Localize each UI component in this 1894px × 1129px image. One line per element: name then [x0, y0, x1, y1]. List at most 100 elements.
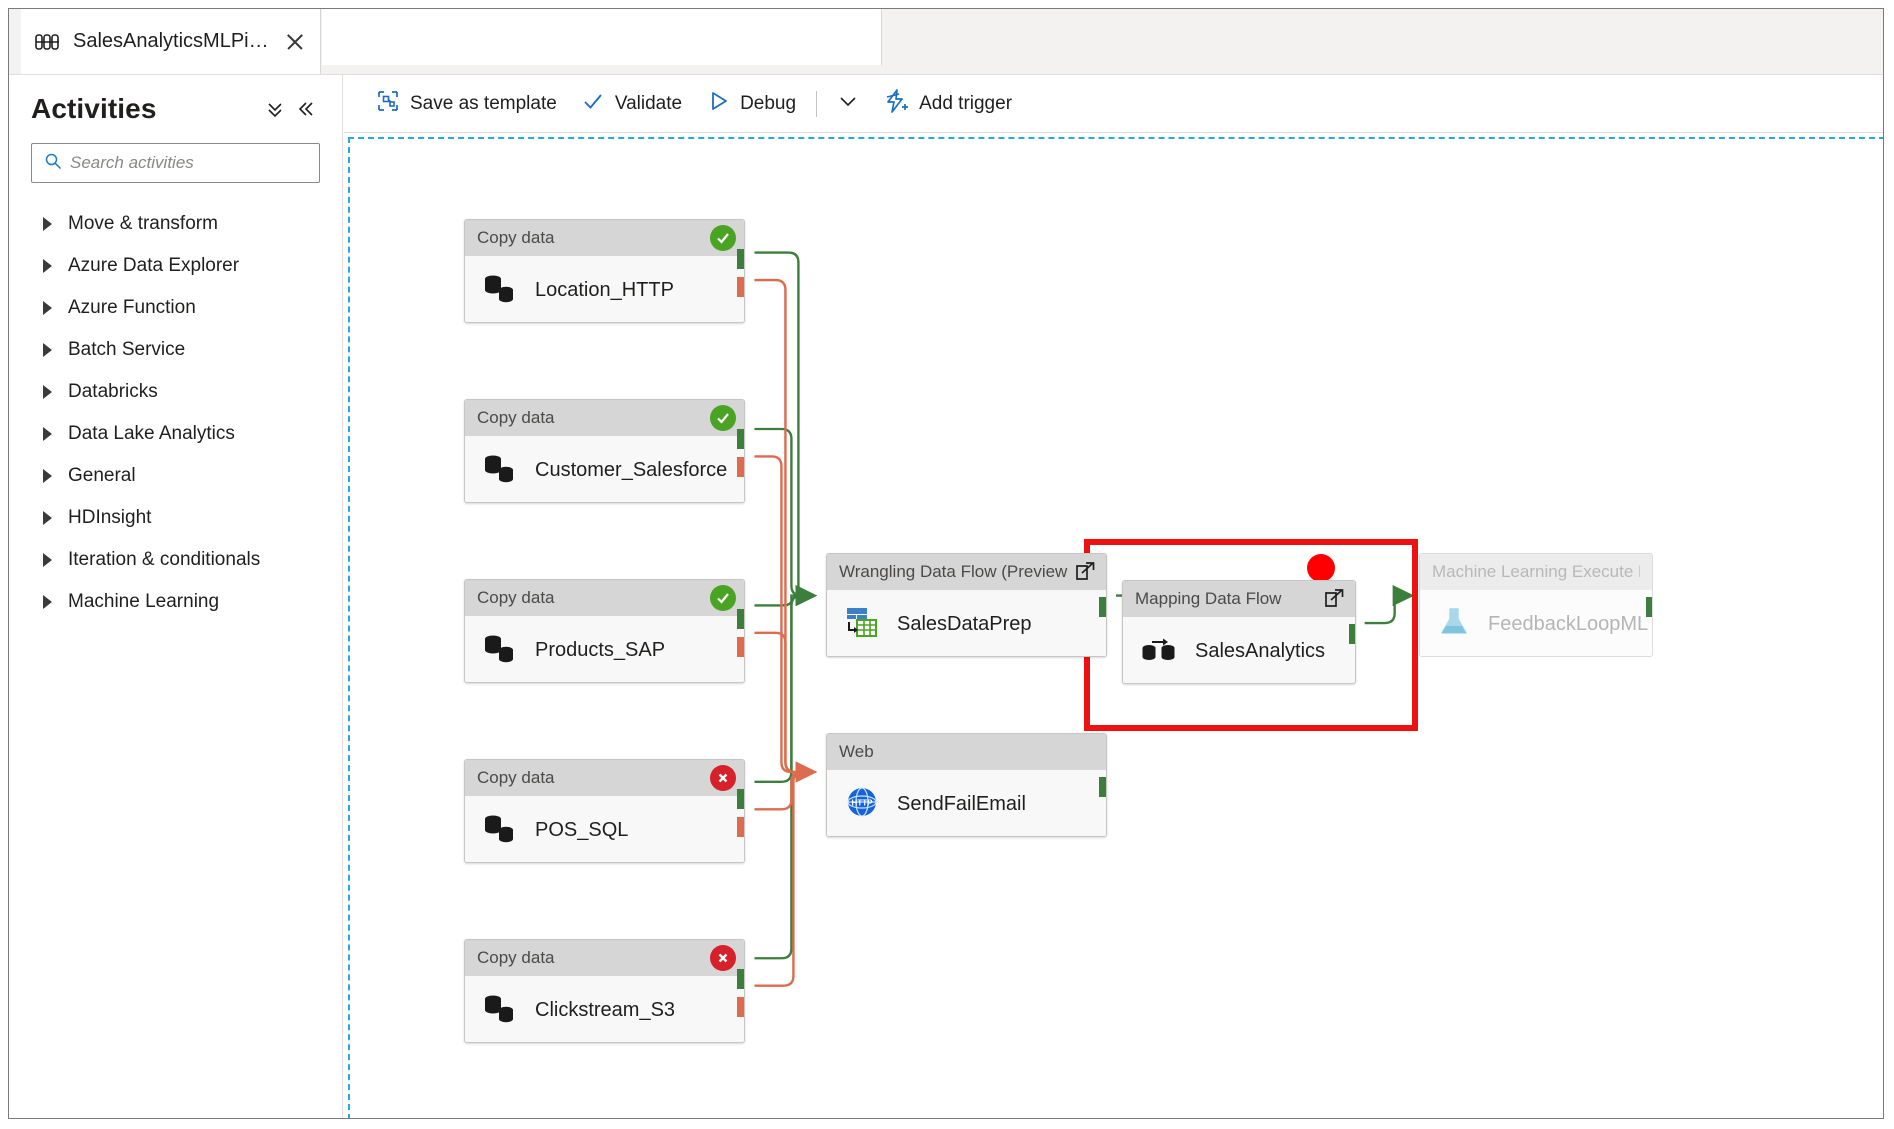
debug-dropdown-button[interactable]: [825, 84, 871, 124]
debug-button[interactable]: Debug: [694, 83, 808, 125]
node-header: Machine Learning Execute Pipeline: [1420, 554, 1652, 590]
add-trigger-button[interactable]: Add trigger: [871, 82, 1024, 126]
activities-sidebar: Activities: [9, 75, 343, 1118]
save-as-template-button[interactable]: Save as template: [364, 83, 569, 125]
node-type-label: Copy data: [477, 948, 555, 967]
sidebar-item-iteration-conditionals[interactable]: Iteration & conditionals: [9, 539, 342, 581]
node-header: Copy data: [465, 220, 744, 256]
sidebar-item-move-transform[interactable]: Move & transform: [9, 203, 342, 245]
activities-header: Activities: [9, 75, 342, 131]
sidebar-item-general[interactable]: General: [9, 455, 342, 497]
tab-bar: SalesAnalyticsMLPip...: [9, 9, 1883, 75]
tab-title: SalesAnalyticsMLPip...: [73, 30, 272, 52]
open-in-new-window-icon[interactable]: [1322, 587, 1346, 611]
sidebar-item-data-lake-analytics[interactable]: Data Lake Analytics: [9, 413, 342, 455]
search-box[interactable]: [31, 143, 320, 183]
toolbar-divider: [816, 90, 818, 117]
activity-node-salesanalytics[interactable]: Mapping Data Flow: [1122, 580, 1356, 684]
node-name-label: SendFailEmail: [897, 792, 1026, 815]
activity-node-clickstream-s3[interactable]: Copy data Clickstream_S3: [464, 939, 745, 1043]
node-body: Location_HTTP: [465, 256, 744, 322]
sidebar-item-databricks[interactable]: Databricks: [9, 371, 342, 413]
node-name-label: SalesDataPrep: [897, 612, 1032, 635]
success-output-port[interactable]: [737, 609, 744, 629]
node-header: Mapping Data Flow: [1123, 581, 1355, 617]
success-output-port[interactable]: [737, 249, 744, 269]
failure-output-port[interactable]: [737, 817, 744, 837]
caret-right-icon: [43, 553, 52, 567]
sidebar-item-hdinsight[interactable]: HDInsight: [9, 497, 342, 539]
failure-output-port[interactable]: [737, 457, 744, 477]
node-type-label: Web: [839, 742, 874, 761]
chevron-down-icon: [837, 90, 859, 118]
caret-right-icon: [43, 259, 52, 273]
success-output-port[interactable]: [737, 969, 744, 989]
connector-edges: [754, 251, 1415, 987]
success-output-port[interactable]: [1646, 597, 1652, 617]
node-body: SalesDataPrep: [827, 590, 1106, 656]
caret-right-icon: [43, 595, 52, 609]
node-type-label: Copy data: [477, 228, 555, 247]
activity-node-sendfailemail[interactable]: Web HTTP SendFailEmail: [826, 733, 1107, 837]
status-badge-success: [710, 585, 736, 611]
tab-pipeline[interactable]: SalesAnalyticsMLPip...: [21, 9, 321, 74]
sidebar-item-label: HDInsight: [68, 507, 152, 528]
chevron-double-left-icon[interactable]: [290, 94, 320, 124]
wrangling-data-flow-icon: [845, 606, 879, 643]
sidebar-item-batch-service[interactable]: Batch Service: [9, 329, 342, 371]
copy-data-icon: [483, 992, 517, 1029]
node-name-label: Clickstream_S3: [535, 998, 676, 1021]
status-badge-failure: [710, 945, 736, 971]
activity-node-pos-sql[interactable]: Copy data POS_SQL: [464, 759, 745, 863]
activity-node-location-http[interactable]: Copy data Location_HTTP: [464, 219, 745, 323]
sidebar-item-label: Data Lake Analytics: [68, 423, 235, 444]
node-body: Customer_Salesforce: [465, 436, 744, 502]
tab-placeholder: [322, 9, 882, 65]
pipeline-icon: [35, 32, 61, 52]
save-as-template-label: Save as template: [410, 92, 557, 114]
close-icon[interactable]: [284, 31, 306, 53]
open-in-new-window-icon[interactable]: [1073, 560, 1097, 584]
node-header: Copy data: [465, 760, 744, 796]
sidebar-item-label: Move & transform: [68, 213, 218, 234]
node-type-label: Copy data: [477, 408, 555, 427]
page-title: Activities: [31, 93, 157, 124]
success-output-port[interactable]: [737, 789, 744, 809]
success-output-port[interactable]: [1099, 777, 1106, 797]
activity-node-products-sap[interactable]: Copy data Products_SAP: [464, 579, 745, 683]
node-header: Wrangling Data Flow (Preview: [827, 554, 1106, 590]
node-header: Copy data: [465, 580, 744, 616]
activity-node-feedbackloopml[interactable]: Machine Learning Execute Pipeline Feedba…: [1419, 553, 1653, 657]
failure-output-port[interactable]: [737, 637, 744, 657]
node-type-label: Wrangling Data Flow (Preview: [839, 562, 1068, 581]
activity-node-customer-salesforce[interactable]: Copy data Customer_Salesforce: [464, 399, 745, 503]
sidebar-item-azure-function[interactable]: Azure Function: [9, 287, 342, 329]
validate-label: Validate: [614, 92, 683, 114]
pipeline-toolbar: Save as template Validate Debug: [344, 75, 1883, 133]
failure-output-port[interactable]: [737, 277, 744, 297]
node-name-label: FeedbackLoopML: [1488, 612, 1649, 635]
success-output-port[interactable]: [1099, 597, 1106, 617]
add-trigger-label: Add trigger: [919, 92, 1013, 114]
success-output-port[interactable]: [737, 429, 744, 449]
sidebar-item-label: General: [68, 465, 136, 486]
sidebar-item-azure-data-explorer[interactable]: Azure Data Explorer: [9, 245, 342, 287]
sidebar-item-label: Azure Data Explorer: [68, 255, 240, 276]
caret-right-icon: [43, 217, 52, 231]
breakpoint-indicator[interactable]: [1307, 554, 1335, 582]
failure-output-port[interactable]: [737, 997, 744, 1017]
search-input[interactable]: [70, 153, 319, 173]
caret-right-icon: [43, 427, 52, 441]
node-name-label: SalesAnalytics: [1195, 639, 1326, 662]
node-type-label: Copy data: [477, 588, 555, 607]
sidebar-item-machine-learning[interactable]: Machine Learning: [9, 581, 342, 623]
sidebar-item-label: Azure Function: [68, 297, 196, 318]
pipeline-canvas[interactable]: Copy data Location_HTTP Copy da: [344, 133, 1883, 1118]
activity-node-salesdataprep[interactable]: Wrangling Data Flow (Preview: [826, 553, 1107, 657]
node-body: POS_SQL: [465, 796, 744, 862]
chevron-double-down-icon[interactable]: [260, 94, 290, 124]
sidebar-item-label: Databricks: [68, 381, 158, 402]
success-output-port[interactable]: [1349, 624, 1355, 644]
node-name-label: Products_SAP: [535, 638, 666, 661]
validate-button[interactable]: Validate: [569, 83, 694, 125]
